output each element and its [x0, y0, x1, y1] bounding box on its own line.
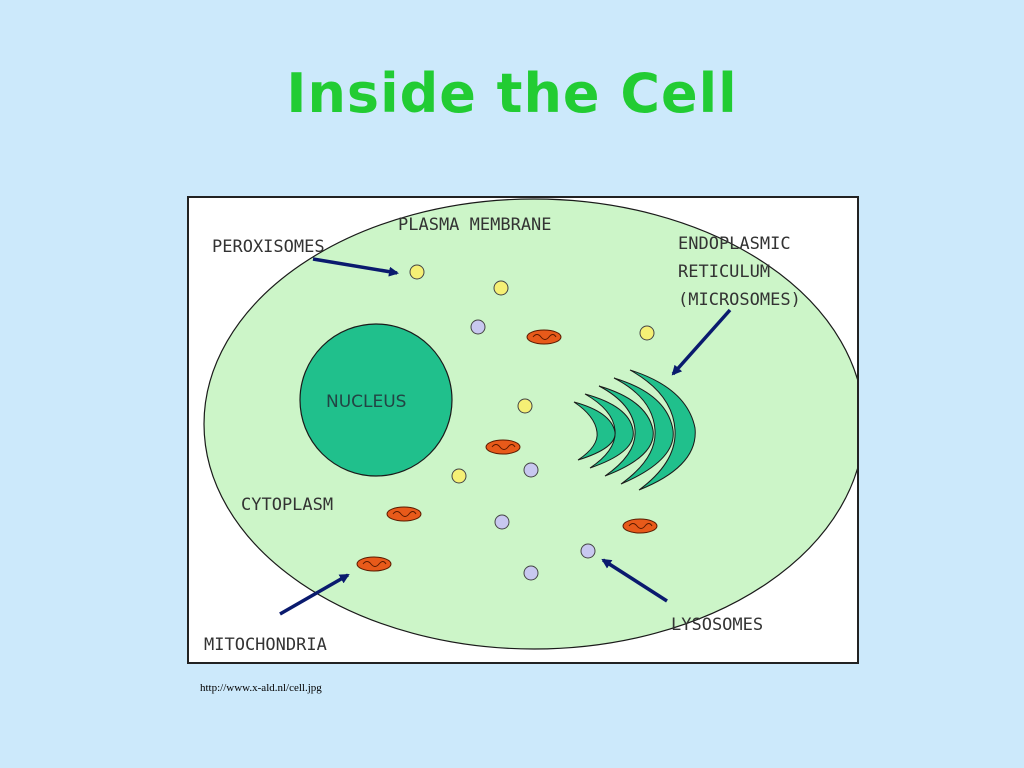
lysosome — [523, 462, 539, 478]
cell-diagram-svg: NUCLEUS — [203, 198, 857, 655]
mitochondrion — [386, 506, 422, 522]
er-label-line1: ENDOPLASMIC — [678, 234, 791, 254]
cytoplasm-label: CYTOPLASM — [241, 495, 333, 515]
peroxisome — [451, 468, 467, 484]
lysosome — [494, 514, 510, 530]
er-label-line3: (MICROSOMES) — [678, 290, 801, 310]
er-cisterna — [613, 377, 674, 485]
er-cisterna — [573, 401, 616, 461]
plasma-membrane-label: PLASMA MEMBRANE — [398, 215, 552, 235]
er-cisterna — [629, 369, 696, 491]
page-title: Inside the Cell — [286, 62, 738, 125]
peroxisome — [409, 264, 425, 280]
er-label-line2: RETICULUM — [678, 262, 770, 282]
lysosome — [470, 319, 486, 335]
peroxisome — [493, 280, 509, 296]
peroxisomes — [409, 264, 655, 484]
lysosomes-label: LYSOSOMES — [671, 615, 763, 635]
lysosome — [580, 543, 596, 559]
peroxisome-arrow — [312, 257, 399, 277]
er-cisterna — [584, 393, 634, 469]
peroxisome — [517, 398, 533, 414]
cell-membrane — [203, 198, 857, 650]
mitochondrion — [622, 518, 658, 534]
lysosome-arrow — [601, 558, 668, 603]
endoplasmic-reticulum — [573, 369, 696, 491]
nucleus-label: NUCLEUS — [326, 392, 406, 412]
mitochondria-label: MITOCHONDRIA — [204, 635, 327, 655]
mitochondria — [356, 329, 658, 572]
lysosome — [523, 565, 539, 581]
mitochondrion — [485, 439, 521, 455]
image-source-credit: http://www.x-ald.nl/cell.jpg — [200, 682, 322, 694]
mitochondria-arrow — [279, 573, 350, 616]
mitochondrion — [526, 329, 562, 345]
mitochondrion — [356, 556, 392, 572]
pointer-arrows — [279, 257, 732, 616]
nucleus — [299, 323, 453, 477]
peroxisome — [639, 325, 655, 341]
lysosomes — [470, 319, 596, 581]
peroxisomes-label: PEROXISOMES — [212, 237, 325, 257]
er-arrow — [671, 308, 732, 376]
cell-diagram: NUCLEUS — [187, 196, 859, 664]
er-cisterna — [598, 385, 654, 477]
